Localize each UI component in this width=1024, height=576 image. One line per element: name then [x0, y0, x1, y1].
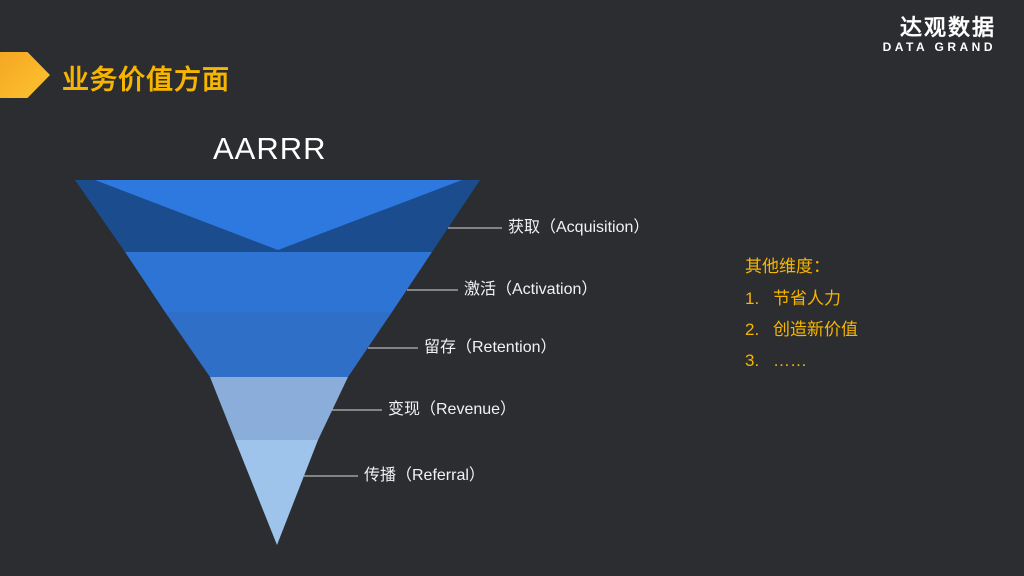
brand-logo-cn: 达观数据: [899, 15, 996, 40]
list-item: 2. 创造新价值: [745, 319, 858, 341]
notes-heading: 其他维度：: [745, 257, 830, 276]
stage-label-acquisition: 获取（Acquisition）: [508, 219, 650, 236]
notes-item-text: 创造新价值: [773, 320, 858, 339]
stage-label-activation: 激活（Activation）: [464, 281, 598, 298]
list-item: 1. 节省人力: [745, 288, 858, 310]
brand-logo-en: DATA GRAND: [882, 40, 996, 54]
list-item: 3. ……: [745, 350, 858, 372]
funnel-band-referral: [235, 440, 318, 545]
brand-logo: 达观数据 DATA GRAND: [883, 16, 996, 55]
notes-item-number: 2.: [745, 320, 760, 339]
notes-block: 其他维度： 1. 节省人力 2. 创造新价值 3. ……: [745, 256, 858, 381]
notes-item-number: 1.: [745, 289, 760, 308]
funnel-band-acquisition-highlight: [95, 180, 462, 250]
stage-label-referral: 传播（Referral）: [364, 467, 485, 484]
page-title: 业务价值方面: [62, 65, 230, 95]
funnel-band-activation: [125, 252, 432, 312]
notes-item-text: 节省人力: [773, 289, 841, 308]
funnel-title: AARRR: [213, 131, 327, 166]
stage-label-revenue: 变现（Revenue）: [388, 401, 517, 418]
notes-item-number: 3.: [745, 351, 760, 370]
funnel-band-retention: [165, 312, 392, 377]
notes-item-text: ……: [773, 351, 807, 370]
stage-label-retention: 留存（Retention）: [424, 339, 557, 356]
funnel-band-revenue: [210, 377, 348, 440]
